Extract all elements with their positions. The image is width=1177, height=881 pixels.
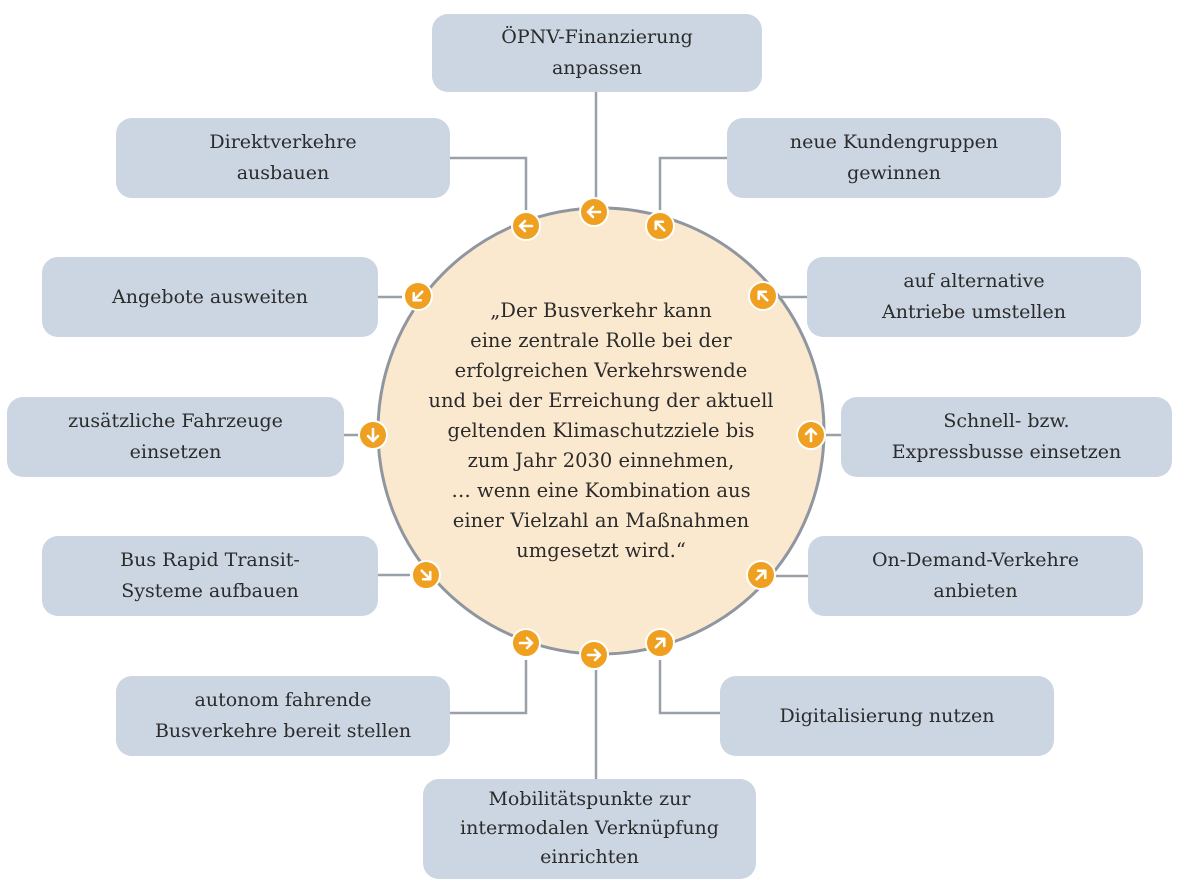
arrow-badge-alternative-antriebe [748, 281, 778, 311]
arrow-badge-kundengruppen [645, 211, 675, 241]
measure-direktverkehre: Direktverkehre ausbauen [116, 118, 450, 198]
connector-direktverkehre [450, 156, 528, 210]
arrow-badge-fahrzeuge [358, 420, 388, 450]
arrow-badge-on-demand [746, 560, 776, 590]
arrow-badge-mobilitaetspunkte [579, 640, 609, 670]
measure-brt: Bus Rapid Transit- Systeme aufbauen [42, 536, 378, 616]
arrow-badge-autonom [511, 628, 541, 658]
arrow-badge-direktverkehre [511, 211, 541, 241]
measure-mobilitaetspunkte: Mobilitätspunkte zur intermodalen Verknü… [423, 779, 756, 879]
arrow-badge-angebote [403, 281, 433, 311]
connector-autonom [450, 660, 528, 715]
measure-fahrzeuge: zusätzliche Fahrzeuge einsetzen [7, 397, 344, 477]
measure-digitalisierung: Digitalisierung nutzen [720, 676, 1054, 756]
arrow-badge-brt [411, 560, 441, 590]
arrow-badge-oepnv [579, 197, 609, 227]
arrow-badge-expressbusse [796, 420, 826, 450]
center-quote: „Der Busverkehr kann eine zentrale Rolle… [428, 299, 774, 562]
measure-oepnv-finanzierung: ÖPNV-Finanzierung anpassen [432, 14, 762, 92]
connector-digitalisierung [658, 660, 720, 715]
measure-on-demand: On-Demand-Verkehre anbieten [808, 536, 1143, 616]
measure-alternative-antriebe: auf alternative Antriebe umstellen [807, 257, 1141, 337]
arrow-badge-digitalisierung [645, 628, 675, 658]
measure-kundengruppen: neue Kundengruppen gewinnen [727, 118, 1061, 198]
measure-expressbusse: Schnell- bzw. Expressbusse einsetzen [841, 397, 1172, 477]
measure-autonom: autonom fahrende Busverkehre bereit stel… [116, 676, 450, 756]
measure-angebote: Angebote ausweiten [42, 257, 378, 337]
connector-kundengruppen [658, 156, 727, 210]
